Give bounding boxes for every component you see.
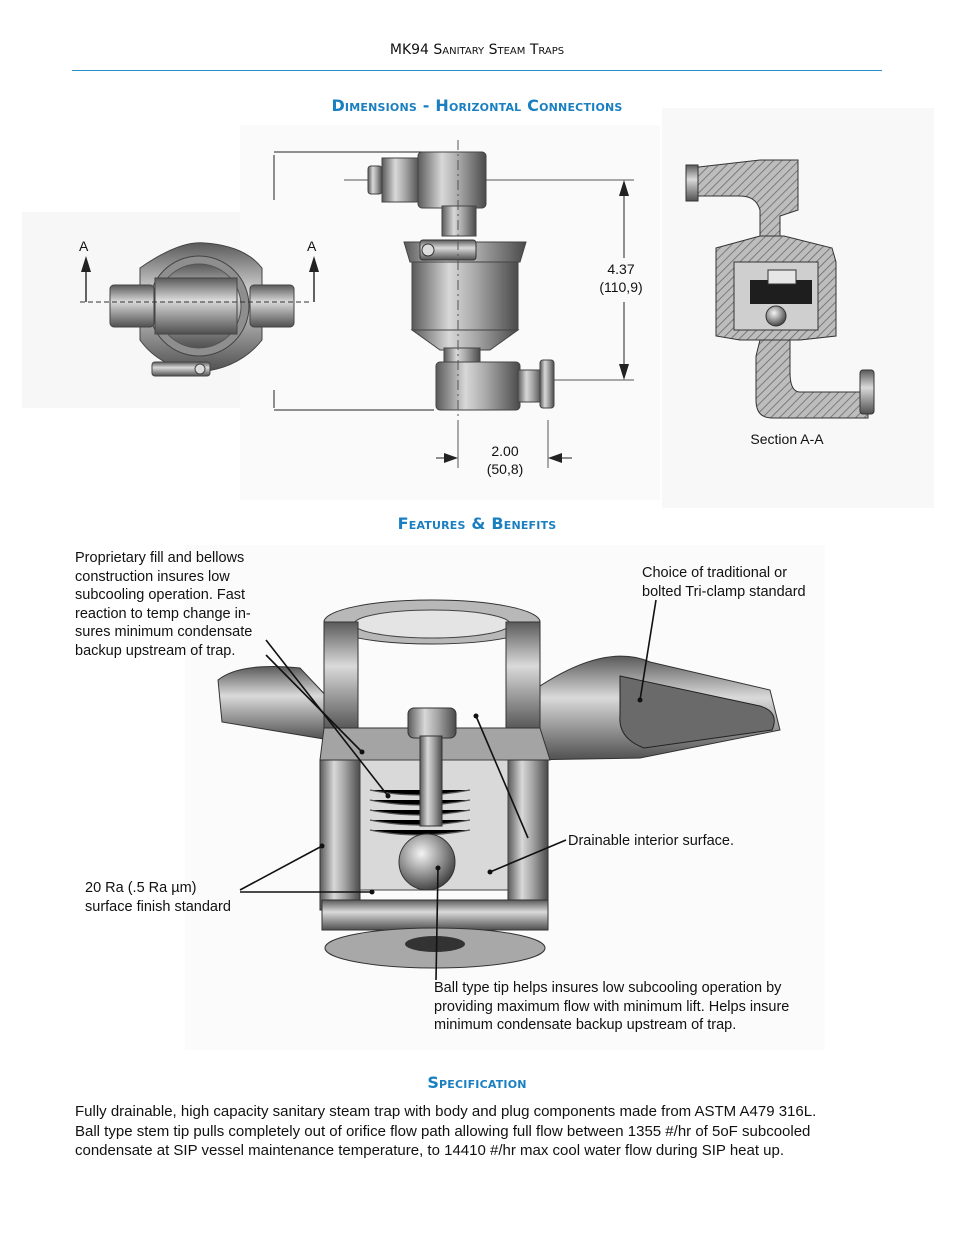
callout-finish-line: surface finish standard — [85, 898, 231, 915]
specification-line: Ball type stem tip pulls completely out … — [75, 1122, 811, 1140]
width-value: 2.00 — [491, 443, 519, 459]
specification-line: condensate at SIP vessel maintenance tem… — [75, 1142, 785, 1159]
callout-surface-finish: 20 Ra (.5 Ra µm) surface finish standard — [85, 879, 285, 916]
callout-ball-line: minimum condensate backup upstream of tr… — [434, 1017, 737, 1033]
callout-ball-tip: Ball type tip helps insures low subcooli… — [434, 979, 834, 1035]
section-title-dimensions: Dimensions - Horizontal Connections — [331, 96, 623, 115]
page-header: MK94 Sanitary Steam Traps — [0, 42, 954, 58]
header-rule — [72, 70, 882, 71]
header-model: MK94 — [389, 42, 429, 58]
width-dimension: 2.00 (50,8) — [470, 442, 540, 478]
callout-clamp: Choice of traditional or bolted Tri-clam… — [642, 564, 862, 601]
callout-leaders — [239, 599, 657, 981]
section-marker-left: A — [79, 238, 89, 254]
specification-text: Fully drainable, high capacity sanitary … — [75, 1102, 875, 1161]
section-title-features: Features & Benefits — [397, 514, 557, 533]
height-value: 4.37 — [607, 261, 635, 277]
callout-ball-line: providing maximum flow with minimum lift… — [434, 998, 790, 1015]
section-view-drawing — [685, 159, 875, 419]
callout-fill-bellows: Proprietary fill and bellows constructio… — [75, 549, 285, 660]
section-title-specification: Specification — [427, 1073, 527, 1092]
callout-clamp-line: bolted Tri-clamp standard — [642, 583, 806, 600]
callout-fill-line: backup upstream of trap. — [75, 642, 236, 659]
height-dimension: 4.37 (110,9) — [586, 260, 656, 296]
specification-line: Fully drainable, high capacity sanitary … — [75, 1103, 817, 1120]
header-title: Sanitary Steam Traps — [433, 42, 565, 58]
front-view-drawing — [273, 140, 634, 468]
callout-drainable: Drainable interior surface. — [568, 833, 735, 849]
callout-fill-line: construction insures low — [75, 568, 230, 585]
cutaway-drawing — [217, 599, 781, 969]
section-marker-right: A — [307, 238, 317, 254]
callout-ball-line: Ball type tip helps insures low subcooli… — [434, 980, 782, 996]
callout-dots — [319, 697, 643, 895]
width-metric: (50,8) — [486, 461, 524, 477]
callout-fill-line: sures minimum condensate — [75, 624, 253, 640]
callout-finish-line: 20 Ra (.5 Ra µm) — [85, 880, 197, 896]
callout-fill-line: Proprietary fill and bellows — [75, 550, 245, 566]
callout-fill-line: subcooling operation. Fast — [75, 587, 246, 603]
section-caption: Section A-A — [750, 431, 824, 447]
top-view-drawing — [80, 242, 319, 377]
callout-clamp-line: Choice of traditional or — [642, 565, 788, 581]
callout-fill-line: reaction to temp change in- — [75, 605, 251, 622]
height-metric: (110,9) — [599, 279, 643, 295]
